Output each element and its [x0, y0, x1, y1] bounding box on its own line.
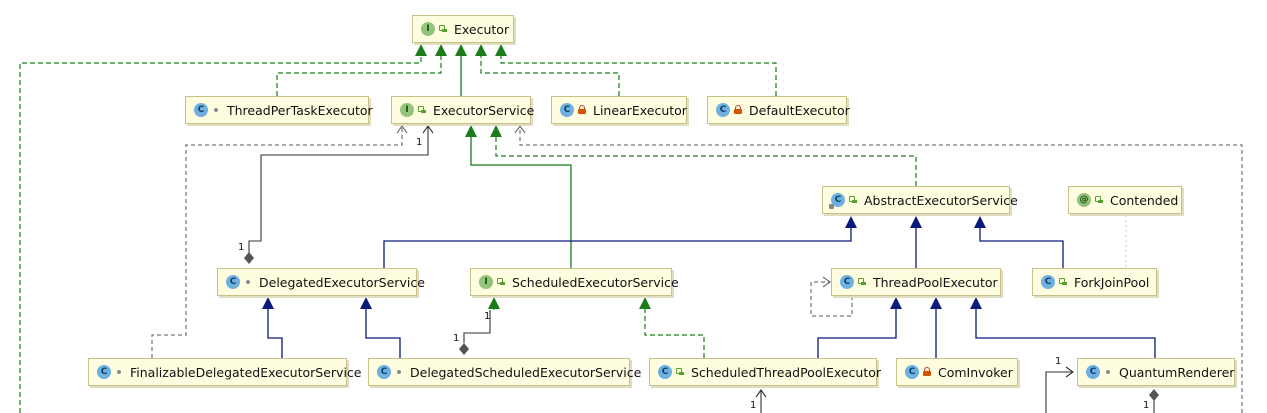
class-node-thread-pool-executor[interactable]: C ThreadPoolExecutor: [831, 268, 1001, 296]
edge-dependency-right: [514, 125, 1243, 413]
class-icon: C: [1041, 275, 1055, 289]
class-node-finalizable-delegated-executor-service[interactable]: C FinalizableDelegatedExecutorService: [88, 358, 361, 386]
edge-dependency-finalizable: [151, 125, 408, 358]
class-name: AbstractExecutorService: [864, 192, 1018, 208]
package-visibility-icon: [394, 367, 404, 377]
class-name: ThreadPoolExecutor: [873, 274, 998, 290]
interface-icon: I: [421, 22, 435, 36]
public-visibility-icon: [1058, 277, 1068, 287]
package-visibility-icon: [1103, 367, 1113, 377]
class-node-com-invoker[interactable]: C ComInvoker: [896, 358, 1018, 386]
class-name: Contended: [1110, 192, 1179, 208]
class-icon: C: [97, 365, 111, 379]
class-icon: C: [840, 275, 854, 289]
class-node-thread-per-task-executor[interactable]: C ThreadPerTaskExecutor: [185, 96, 373, 124]
interface-icon: I: [400, 103, 414, 117]
class-name: ScheduledThreadPoolExecutor: [691, 364, 882, 380]
edge-extends-executor-service: [455, 44, 467, 96]
class-node-abstract-executor-service[interactable]: C AbstractExecutorService: [822, 186, 1018, 214]
multiplicity-label: 1: [484, 311, 491, 322]
package-visibility-icon: [211, 105, 221, 115]
class-icon: C: [560, 103, 574, 117]
multiplicity-label: 1: [238, 242, 245, 253]
class-icon: C: [194, 103, 208, 117]
edge-realize-dses: [488, 297, 500, 310]
class-node-delegated-scheduled-executor-service[interactable]: C DelegatedScheduledExecutorService: [368, 358, 641, 386]
public-visibility-icon: [417, 105, 427, 115]
class-icon: C: [1086, 365, 1100, 379]
class-icon: C: [377, 365, 391, 379]
edge-realize-executor-heads: [415, 44, 507, 56]
edge-extends-ses: [465, 125, 572, 268]
class-node-executor[interactable]: I Executor: [412, 15, 514, 43]
edge-quantum-renderer: [1045, 366, 1159, 413]
class-node-contended[interactable]: @ Contended: [1068, 186, 1182, 214]
edge-extends-classes: [267, 228, 1156, 358]
edge-realize-aes: [490, 125, 917, 186]
edge-self-thread-pool: [810, 276, 853, 317]
public-visibility-icon: [1094, 195, 1104, 205]
private-visibility-icon: [577, 105, 587, 115]
class-name: ScheduledExecutorService: [512, 274, 679, 290]
class-node-executor-service[interactable]: I ExecutorService: [391, 96, 535, 124]
class-name: ExecutorService: [433, 102, 535, 118]
edge-stpe-bottom: [755, 389, 767, 413]
class-name: ComInvoker: [938, 364, 1013, 380]
class-name: QuantumRenderer: [1119, 364, 1235, 380]
multiplicity-label: 1: [1143, 400, 1150, 411]
abstract-class-icon: C: [829, 193, 845, 209]
class-node-fork-join-pool[interactable]: C ForkJoinPool: [1032, 268, 1157, 296]
class-icon: C: [658, 365, 672, 379]
class-name: Executor: [454, 21, 510, 37]
edge-aggregation-dses: [459, 310, 491, 355]
package-visibility-icon: [243, 277, 253, 287]
public-visibility-icon: [848, 195, 858, 205]
class-name: DelegatedExecutorService: [259, 274, 425, 290]
class-node-linear-executor[interactable]: C LinearExecutor: [551, 96, 687, 124]
class-icon: C: [905, 365, 919, 379]
edge-extends-classes-heads: [262, 216, 986, 309]
public-visibility-icon: [857, 277, 867, 287]
class-name: ThreadPerTaskExecutor: [227, 102, 373, 118]
public-visibility-icon: [438, 24, 448, 34]
class-node-quantum-renderer[interactable]: C QuantumRenderer: [1077, 358, 1235, 386]
private-visibility-icon: [922, 367, 932, 377]
class-icon: C: [716, 103, 730, 117]
class-icon: C: [226, 275, 240, 289]
interface-icon: I: [479, 275, 493, 289]
multiplicity-label: 1: [1055, 356, 1062, 367]
edge-aggregation-des: [244, 125, 434, 264]
class-name: DelegatedScheduledExecutorService: [410, 364, 642, 380]
private-visibility-icon: [733, 105, 743, 115]
multiplicity-label: 1: [416, 137, 423, 148]
multiplicity-label: 1: [453, 333, 460, 344]
class-node-scheduled-executor-service[interactable]: I ScheduledExecutorService: [470, 268, 679, 296]
public-visibility-icon: [496, 277, 506, 287]
edge-realize-stpe: [639, 297, 705, 358]
package-visibility-icon: [114, 367, 124, 377]
class-name: FinalizableDelegatedExecutorService: [130, 364, 362, 380]
class-node-scheduled-thread-pool-executor[interactable]: C ScheduledThreadPoolExecutor: [649, 358, 881, 386]
class-node-delegated-executor-service[interactable]: C DelegatedExecutorService: [217, 268, 425, 296]
class-name: DefaultExecutor: [749, 102, 850, 118]
annotation-icon: @: [1077, 193, 1091, 207]
multiplicity-label: 1: [750, 400, 757, 411]
class-node-default-executor[interactable]: C DefaultExecutor: [707, 96, 850, 124]
class-name: LinearExecutor: [593, 102, 687, 118]
class-name: ForkJoinPool: [1074, 274, 1150, 290]
edge-realize-executor: [19, 56, 777, 413]
public-visibility-icon: [675, 367, 685, 377]
